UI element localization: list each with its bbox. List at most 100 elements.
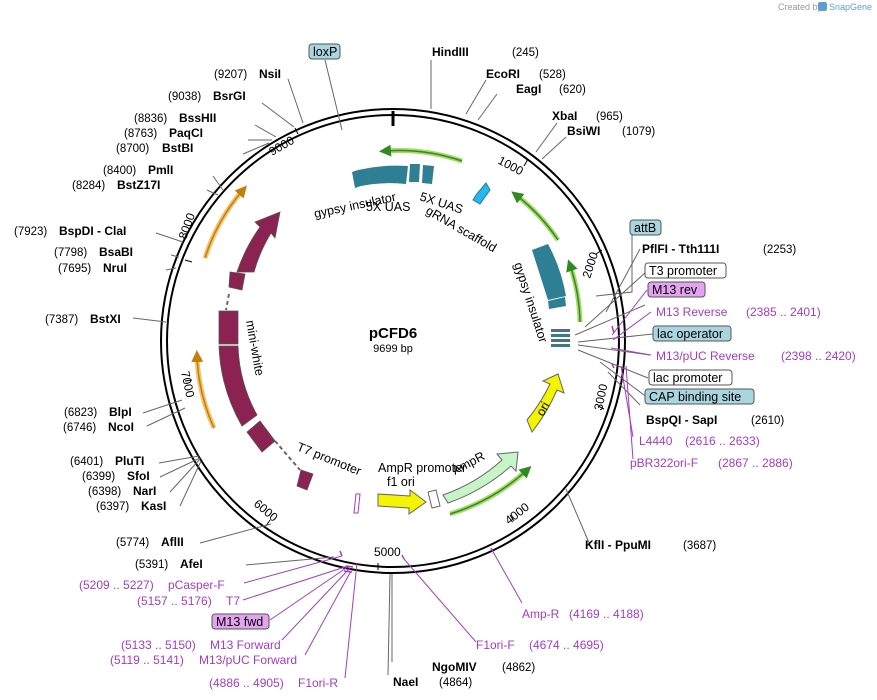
- tick-label-7000: 7000: [178, 370, 197, 399]
- site-nsii-name: NsiI: [259, 67, 281, 81]
- gypsy-insulator-right: [532, 244, 566, 300]
- primer-t7-name: T7: [226, 594, 240, 608]
- site-bstbi-name: BstBI: [162, 141, 193, 155]
- site-eagi-name: EagI: [516, 82, 541, 96]
- feature-ori: ori: [533, 399, 552, 418]
- plasmid-length: 9699 bp: [373, 343, 413, 355]
- box-m13-rev: [647, 281, 706, 298]
- snapgene-logo-icon: [818, 2, 827, 11]
- primer-m13puc-forward-name: M13/pUC Forward: [199, 653, 297, 667]
- orange-arrow-upper: [204, 185, 247, 259]
- site-bsiwi-pos: (1079): [622, 126, 655, 138]
- site-aflii-name: AflII: [161, 535, 184, 549]
- primer-amp-r-name: Amp-R: [522, 607, 560, 621]
- gypsy-insulator-right-tail: [548, 297, 566, 309]
- site-ncoi-pos: (6746): [63, 422, 96, 434]
- primer-m13puc-reverse-range: (2398 .. 2420): [781, 349, 856, 363]
- ampr-promoter-box: [427, 489, 441, 509]
- site-bsshii-pos: (8836): [134, 113, 167, 125]
- site-leader-lines: [132, 60, 641, 676]
- feature-cap-binding-site: CAP binding site: [649, 390, 741, 404]
- site-blpi-pos: (6823): [64, 407, 97, 419]
- primer-pbr322ori-f-name: pBR322ori-F: [630, 456, 698, 470]
- uas-block-2: [422, 165, 434, 184]
- primer-t7-range: (5157 .. 5176): [137, 594, 212, 608]
- mini-white-intron-1: [274, 440, 301, 471]
- feature-attb: attB: [634, 221, 656, 235]
- site-nari-pos: (6398): [88, 486, 121, 498]
- box-t3-promoter: [644, 262, 727, 279]
- lac-cluster: [551, 329, 570, 347]
- site-nrui-pos: (7695): [58, 263, 91, 275]
- site-paqci-name: PaqCI: [169, 126, 203, 140]
- promoter-green-right-2: [567, 264, 583, 323]
- primer-pcasper-f-name: pCasper-F: [168, 578, 225, 592]
- brand-text: SnapGene: [829, 2, 872, 12]
- site-nsii-pos: (9207): [214, 69, 247, 81]
- t7-promoter-box: [353, 493, 361, 514]
- site-sfoi-name: SfoI: [127, 469, 150, 483]
- site-ecori-pos: (528): [539, 69, 566, 81]
- site-ncoi-name: NcoI: [108, 420, 134, 434]
- ampr-promoter-arrow: [449, 465, 532, 515]
- site-sfoi-pos: (6399): [82, 471, 115, 483]
- gypsy-insulator-top: [352, 165, 408, 188]
- site-paqci-pos: (8763): [124, 128, 157, 140]
- feature-m13-rev: M13 rev: [652, 283, 698, 297]
- orange-arrow-lower: [191, 350, 215, 429]
- primer-pcasper-f-range: (5209 .. 5227): [79, 578, 154, 592]
- site-ngomiv-name: NgoMIV: [432, 660, 477, 674]
- box-loxp: [308, 43, 341, 60]
- primer-m13-forward-range: (5133 .. 5150): [121, 638, 196, 652]
- promoter-arrow-right-2: [566, 259, 581, 323]
- promoter-green-right-1: [514, 193, 561, 242]
- site-afei-pos: (5391): [135, 559, 168, 571]
- box-cap-binding-site: [644, 388, 755, 405]
- site-eagi-pos: (620): [559, 84, 586, 96]
- site-kfli-pos: (3687): [683, 540, 716, 552]
- site-bsrgi-pos: (9038): [168, 91, 201, 103]
- primer-leader-lines: [242, 289, 652, 679]
- feature-mini-white: mini-white: [243, 319, 267, 377]
- tick-label-3000: 3000: [591, 382, 610, 411]
- feature-5x-uas-left: 5X UAS: [366, 200, 410, 214]
- mini-white-feature: [218, 211, 314, 491]
- site-bsabi-name: BsaBI: [99, 245, 133, 259]
- ampr-feature-arrow: [442, 451, 519, 504]
- feature-t3-promoter: T3 promoter: [649, 264, 717, 278]
- site-xbai-name: XbaI: [552, 109, 577, 123]
- uas-block-1: [409, 164, 420, 182]
- site-bsrgi-name: BsrGI: [213, 89, 246, 103]
- site-bstxi-pos: (7387): [45, 314, 78, 326]
- site-bsabi-pos: (7798): [54, 247, 87, 259]
- primer-m13-reverse-range: (2385 .. 2401): [746, 305, 821, 319]
- tick-label-5000: 5000: [374, 545, 401, 559]
- site-plutI-name: PluTI: [115, 454, 144, 468]
- site-plutI-pos: (6401): [70, 456, 103, 468]
- primer-marks: [339, 325, 615, 573]
- site-nari-name: NarI: [133, 484, 156, 498]
- site-bspqi-name: BspQI - SapI: [646, 413, 717, 427]
- primer-m13puc-forward-range: (5119 .. 5141): [110, 653, 184, 667]
- promoter-arrow-right-1: [511, 191, 559, 241]
- site-xbai-pos: (965): [596, 111, 623, 123]
- box-lac-promoter: [648, 369, 733, 386]
- site-hindiii-name: HindIII: [432, 45, 469, 59]
- primer-m13-forward-name: M13 Forward: [210, 638, 281, 652]
- primer-f1ori-f-range: (4674 .. 4695): [529, 638, 604, 652]
- site-aflii-pos: (5774): [116, 537, 149, 549]
- feature-lac-operator: lac operator: [657, 327, 723, 341]
- site-pmli-name: PmlI: [148, 163, 173, 177]
- feature-loxp: loxP: [313, 45, 337, 59]
- site-kasi-name: KasI: [141, 499, 166, 513]
- primer-f1ori-r-name: F1ori-R: [298, 676, 338, 690]
- primer-l4440-name: L4440: [639, 434, 673, 448]
- primer-f1ori-f-name: F1ori-F: [476, 638, 515, 652]
- primer-f1ori-r-range: (4886 .. 4905): [209, 676, 284, 690]
- site-hindiii-pos: (245): [512, 47, 539, 59]
- ori-feature-arrow: [526, 373, 565, 433]
- primer-m13-reverse-name: M13 Reverse: [656, 305, 728, 319]
- primer-m13puc-reverse-name: M13/pUC Reverse: [656, 349, 755, 363]
- site-nrui-name: NruI: [103, 261, 127, 275]
